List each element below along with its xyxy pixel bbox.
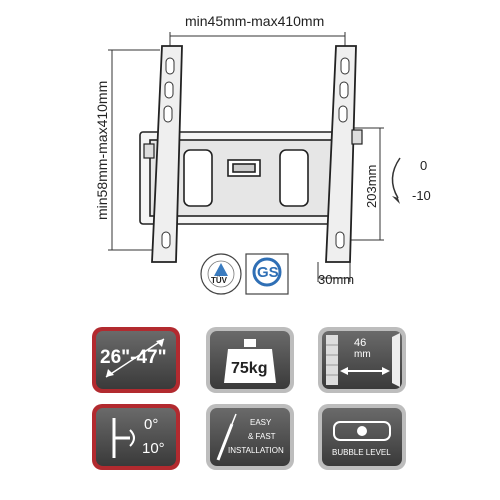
thickness-label: 30mm [318,272,355,287]
bubble-level-badge: BUBBLE LEVEL [318,404,406,470]
right-arm-slots [335,57,350,249]
tilt-knobs [143,129,363,159]
tilt-bottom-value: 10° [142,440,165,457]
tilt-top-value: 0° [144,416,159,433]
height-label: min58mm-max410mm [94,80,110,220]
max-load-badge: 75kg [206,327,294,393]
height-dimension [108,49,160,251]
max-load-label: 75kg [231,360,268,377]
screwdriver-icon [216,413,237,461]
tilt-bottom-label: -10 [412,188,431,203]
wall-plate [139,131,351,225]
tilt-badge: 0° 10° [92,404,180,470]
wall-distance-icon [326,333,400,387]
thickness-dimension [317,262,351,282]
tuv-logo-text: TÜV [211,276,227,285]
bubble-level-icon [333,421,391,441]
wall-distance-value: 46 [354,337,367,349]
gs-logo-text: GS [257,264,279,281]
diagonal-arrow-icon [105,338,165,378]
screen-size-label: 26"-47" [100,347,167,368]
left-arm [151,45,183,263]
bubble-level-label: BUBBLE LEVEL [332,448,391,457]
install-badge: EASY & FAST INSTALLATION [206,404,294,470]
screen-size-badge: 26"-47" [92,327,180,393]
right-arm [325,45,357,263]
depth-label: 203mm [364,164,379,208]
width-dimension [169,32,346,48]
tuv-logo [200,253,242,295]
wall-distance-unit: mm [354,349,371,360]
tilt-arrow-head-icon [392,196,400,204]
width-label: min45mm-max410mm [185,13,325,29]
tilt-arrow-icon [391,157,401,199]
left-arm-slots [161,57,175,249]
bracket-drawing [108,32,401,295]
tilt-icon [112,418,135,458]
wall-distance-badge: 46 mm [318,327,406,393]
install-line1: EASY [250,418,272,427]
gs-logo [245,253,289,295]
tilt-top-label: 0 [420,158,428,173]
depth-dimension [350,127,384,241]
weight-icon [224,339,276,383]
install-line2: & FAST [248,432,276,441]
install-line3: INSTALLATION [228,446,284,455]
